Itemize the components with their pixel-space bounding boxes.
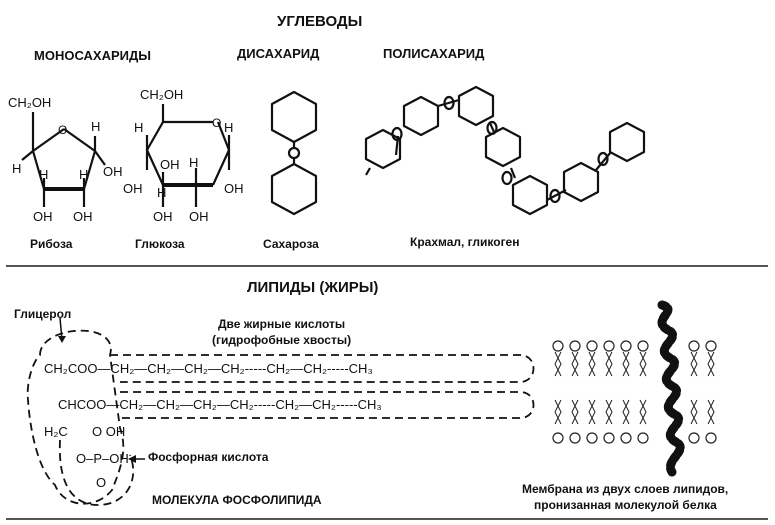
glycerol-arrow-head	[58, 336, 66, 343]
bottom-rule	[6, 518, 768, 520]
sucrose-link	[287, 146, 301, 160]
fatty-acid-chain-2: CHCOO—CH₂—CH₂—CH₂—CH₂-----CH₂—CH₂-----CH…	[58, 397, 382, 412]
monosaccharides-label: МОНОСАХАРИДЫ	[34, 48, 151, 63]
membrane-caption-1: Мембрана из двух слоев липидов,	[522, 482, 729, 496]
ribose-ring-o: O	[58, 123, 68, 137]
ribose-oh1: OH	[103, 164, 123, 179]
disaccharide-label: ДИСАХАРИД	[237, 46, 320, 61]
glucose-h4: H	[157, 185, 167, 200]
phospholipid-outline	[26, 329, 535, 506]
polysaccharide-label: ПОЛИСАХАРИД	[383, 46, 485, 61]
phosphate-row-3: O	[96, 475, 107, 490]
glucose-ch2oh: CH₂OH	[140, 87, 184, 102]
ribose-oh2: OH	[33, 209, 53, 224]
glycosidic-oxygens	[391, 95, 609, 204]
fatty-acids-label-2: (гидрофобные хвосты)	[212, 333, 352, 347]
glucose-h1: H	[134, 120, 144, 135]
starch-name: Крахмал, гликоген	[410, 235, 520, 249]
membrane-tails	[554, 351, 715, 425]
glucose-oh-right: OH	[224, 181, 244, 196]
ribose-h2: H	[12, 161, 22, 176]
glucose-ring	[145, 104, 231, 207]
glucose-h3: H	[189, 155, 199, 170]
glucose-oh-mid: OH	[160, 157, 180, 172]
ribose-name: Рибоза	[30, 237, 73, 251]
lipids-heading: ЛИПИДЫ (ЖИРЫ)	[247, 279, 379, 296]
ribose-h1: H	[91, 119, 101, 134]
glycerol-label: Глицерол	[14, 307, 72, 321]
sucrose-name: Сахароза	[263, 237, 319, 251]
phospholipid-caption: МОЛЕКУЛА ФОСФОЛИПИДА	[152, 493, 322, 507]
upper-heads	[552, 340, 717, 352]
glucose-oh-bl: OH	[153, 209, 173, 224]
sucrose-rings	[270, 90, 318, 216]
phosphate-row-1: O OH	[92, 424, 126, 439]
glucose-oh-br: OH	[189, 209, 209, 224]
glycerol-h2c: H₂C	[44, 424, 68, 439]
glucose-ring-o: O	[212, 116, 222, 130]
fatty-acids-label-1: Две жирные кислоты	[218, 317, 346, 331]
fatty-acid-chain-1: CH₂COO—CH₂—CH₂—CH₂—CH₂-----CH₂—CH₂-----C…	[44, 361, 373, 376]
ribose-h4: H	[79, 167, 89, 182]
ribose-h3: H	[39, 167, 49, 182]
protein-helix	[657, 300, 685, 477]
ribose-oh3: OH	[73, 209, 93, 224]
glucose-ho: OH	[123, 181, 143, 196]
glucose-name: Глюкоза	[135, 237, 185, 251]
membrane-bilayer	[552, 340, 717, 444]
ribose-ring	[21, 112, 106, 207]
phosphoric-acid-label: Фосфорная кислота	[148, 450, 269, 464]
glucose-h2: H	[224, 120, 234, 135]
membrane-caption-2: пронизанная молекулой белка	[534, 498, 717, 512]
section-divider	[6, 265, 768, 267]
lower-heads	[552, 432, 717, 444]
phosphate-row-2: O–P–OH	[76, 451, 129, 466]
polysaccharide-chain	[364, 85, 646, 216]
ribose-ch2oh: CH₂OH	[8, 95, 52, 110]
carbs-heading: УГЛЕВОДЫ	[277, 13, 363, 30]
